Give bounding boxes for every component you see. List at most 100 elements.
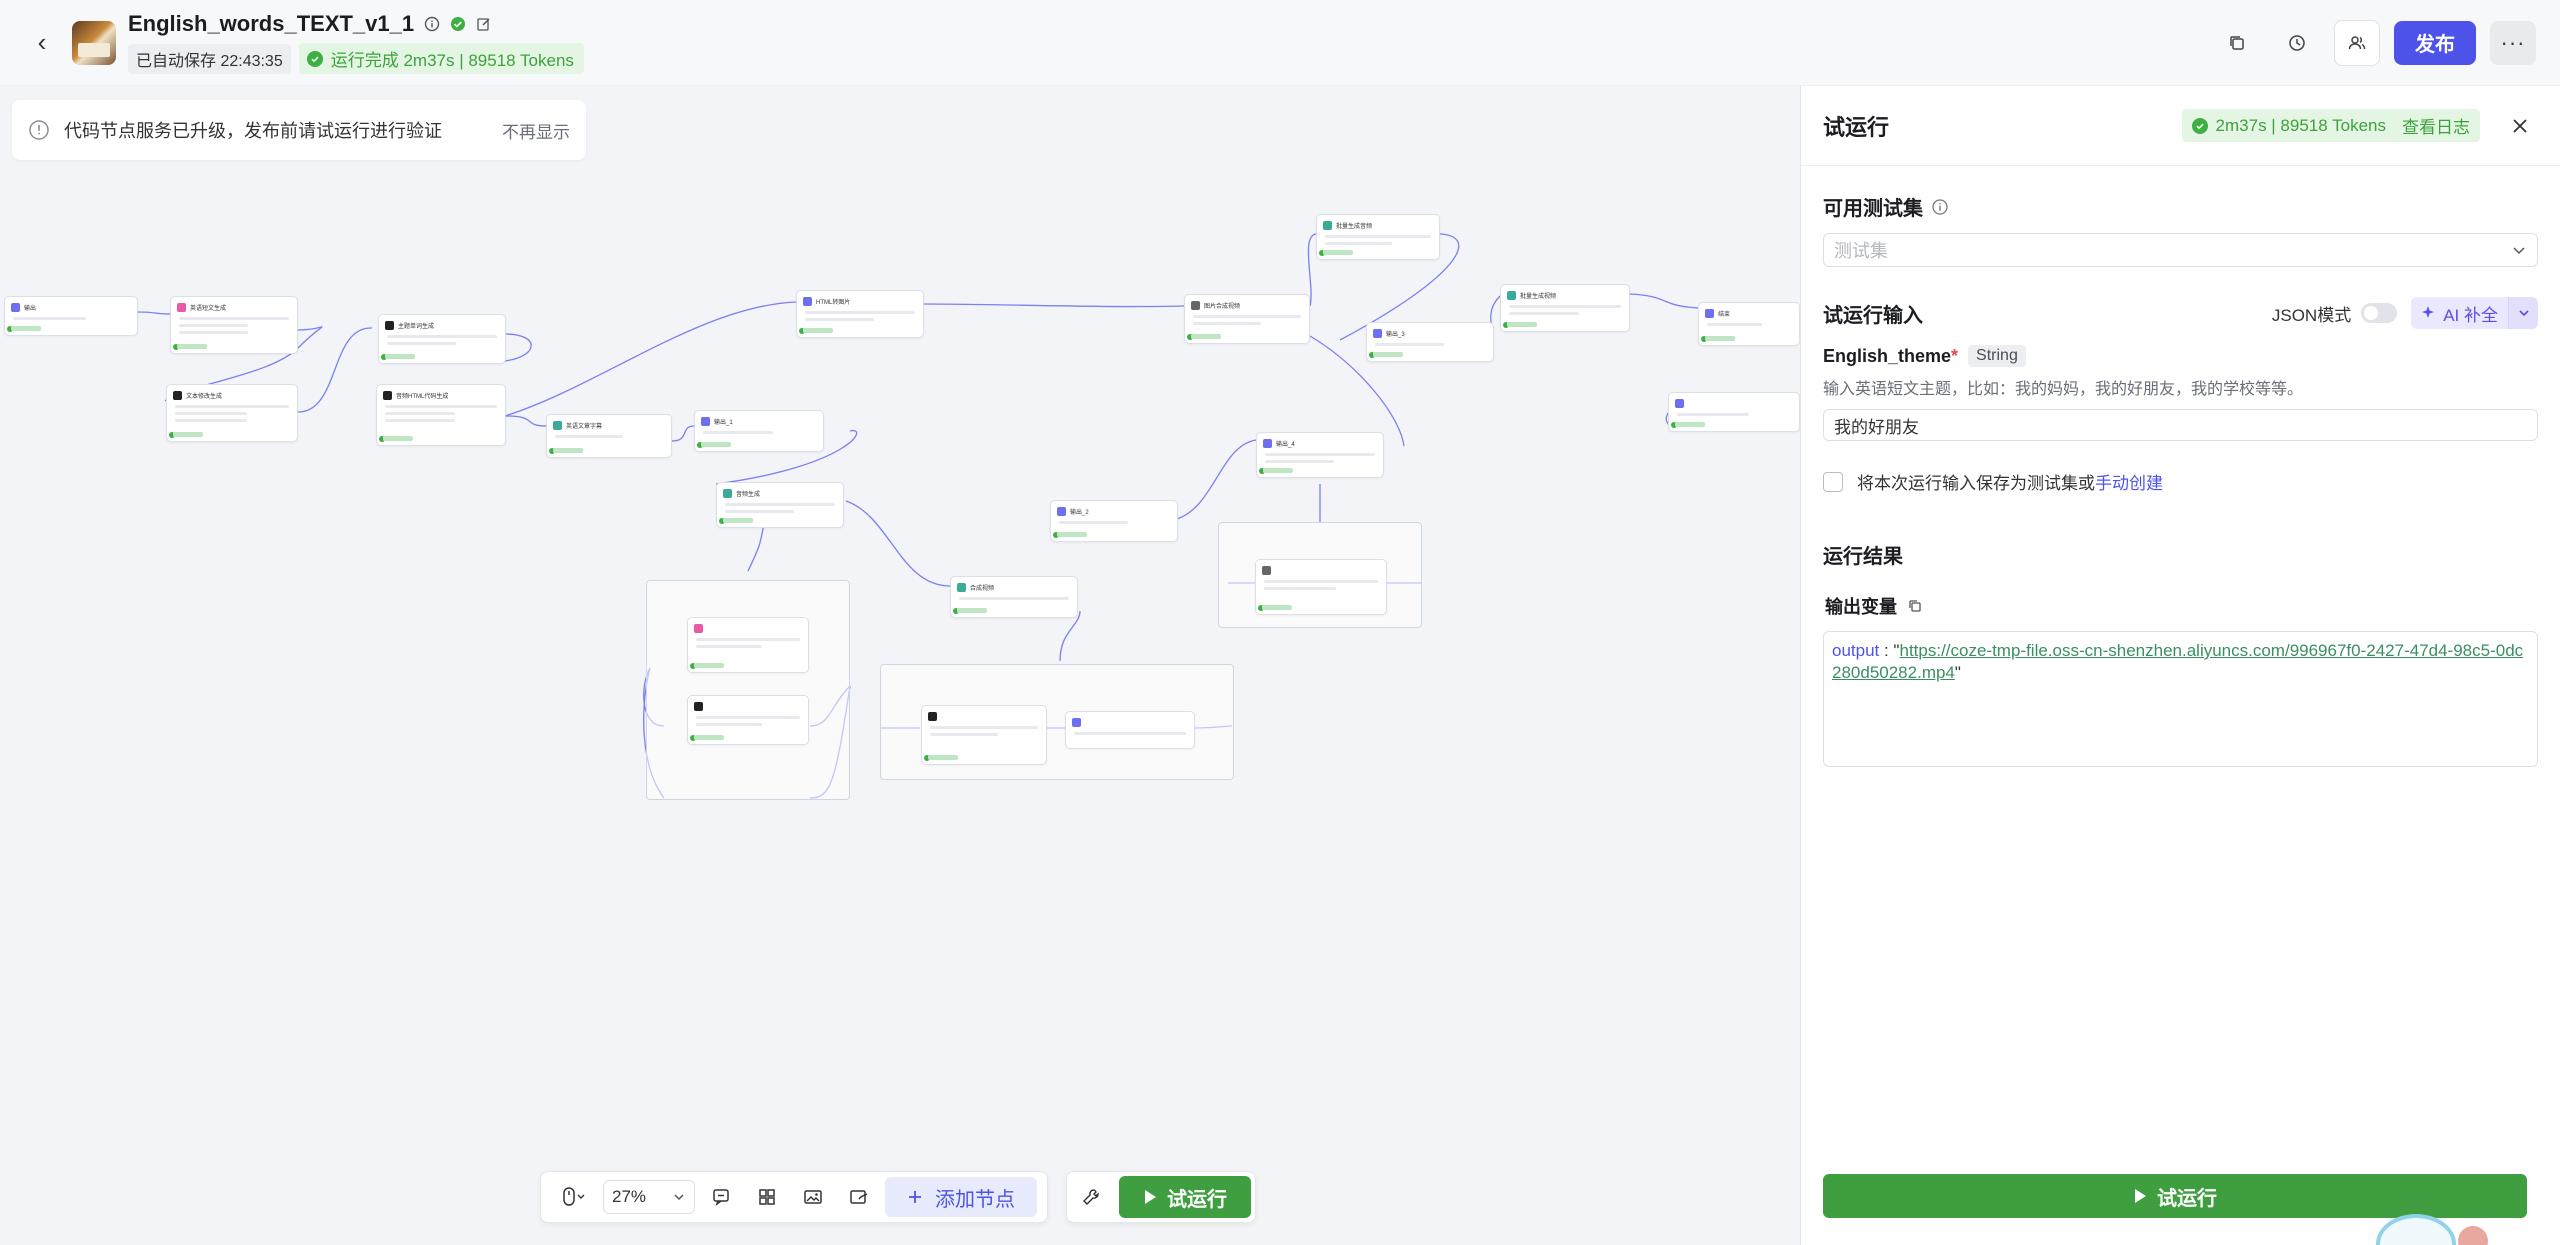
info-icon[interactable] (1931, 198, 1949, 216)
node-icon (173, 391, 182, 400)
workflow-node[interactable]: 批量生成视频 (1500, 284, 1630, 332)
workflow-node[interactable]: 图片合成视频 (1184, 294, 1310, 344)
workflow-node[interactable]: 合成视频 (950, 576, 1078, 618)
notice-dismiss-link[interactable]: 不再显示 (502, 122, 570, 142)
title-block: English_words_TEXT_v1_1 已自动保存 22:43:35 运… (128, 11, 584, 74)
node-status-icon (1319, 250, 1325, 256)
output-url-link[interactable]: https://coze-tmp-file.oss-cn-shenzhen.al… (1832, 641, 2524, 682)
node-icon (385, 321, 394, 330)
workflow-canvas[interactable]: 代码节点服务已升级，发布前请试运行进行验证 不再显示 输出 英语短文生成 文本修… (0, 86, 1800, 1245)
workflow-node[interactable] (687, 695, 809, 745)
run-toolbar: 试运行 (1066, 1171, 1256, 1223)
more-options-button[interactable]: ··· (2490, 20, 2536, 65)
add-node-button[interactable]: 添加节点 (885, 1177, 1037, 1217)
zoom-select[interactable]: 27% (603, 1180, 695, 1214)
chevron-down-icon (674, 1194, 684, 1201)
success-check-icon (2191, 117, 2208, 134)
node-icon (1705, 309, 1714, 318)
test-run-panel: 试运行 2m37s | 89518 Tokens 查看日志 可用测试集 测试集 … (1800, 86, 2560, 1245)
batch-group[interactable] (1218, 522, 1422, 628)
workflow-node[interactable]: 结束 (1698, 302, 1800, 346)
english-theme-input[interactable]: 我的好朋友 (1823, 409, 2538, 441)
ai-fill-main[interactable]: AI 补全 (2411, 297, 2508, 329)
debug-wrench-icon[interactable] (1071, 1177, 1111, 1217)
info-icon[interactable] (424, 16, 440, 32)
node-icon (1507, 291, 1516, 300)
node-icon (1675, 399, 1684, 408)
workflow-node[interactable]: 音频HTML代码生成 (376, 384, 506, 446)
save-testset-checkbox[interactable] (1823, 471, 1843, 492)
mouse-mode-icon[interactable] (551, 1177, 597, 1217)
collaborators-icon[interactable] (2334, 19, 2380, 66)
workflow-node[interactable]: 文本修改生成 (166, 384, 298, 442)
node-status-icon (1259, 468, 1265, 474)
node-status-icon (690, 735, 696, 741)
node-icon (177, 303, 186, 312)
workflow-node[interactable]: 英语短文生成 (170, 296, 298, 354)
node-title: 输出_3 (1386, 332, 1405, 338)
workflow-node[interactable]: 英语文章字幕 (546, 414, 672, 458)
workflow-node[interactable]: 输出_1 (694, 410, 824, 452)
comment-icon[interactable] (701, 1177, 741, 1217)
workflow-node[interactable] (687, 617, 809, 673)
workflow-node[interactable]: 主题单词生成 (378, 314, 506, 364)
assistant-avatar-secondary[interactable] (2458, 1226, 2488, 1245)
node-icon (694, 702, 703, 711)
back-arrow-icon[interactable]: ‹ (37, 27, 47, 57)
edit-icon[interactable] (476, 16, 492, 32)
canvas-run-label: 试运行 (1167, 1188, 1227, 1211)
line-style-icon[interactable] (839, 1177, 879, 1217)
workflow-node[interactable]: 输出_4 (1256, 432, 1384, 478)
layout-grid-icon[interactable] (747, 1177, 787, 1217)
node-icon (803, 297, 812, 306)
node-title: 英语文章字幕 (566, 424, 603, 430)
testset-select[interactable]: 测试集 (1823, 233, 2538, 267)
node-icon (11, 303, 20, 312)
workflow-node[interactable] (921, 705, 1047, 765)
param-description: 输入英语短文主题，比如：我的妈妈，我的好朋友，我的学校等等。 (1823, 381, 2304, 398)
run-button[interactable]: 试运行 (1823, 1174, 2527, 1218)
workflow-node[interactable]: 输出_2 (1050, 500, 1178, 542)
canvas-run-button[interactable]: 试运行 (1119, 1176, 1251, 1218)
testset-section: 可用测试集 (1823, 192, 2538, 221)
node-icon (1373, 329, 1382, 338)
notice-text: 代码节点服务已升级，发布前请试运行进行验证 (64, 121, 442, 141)
node-title: 输出 (24, 306, 37, 312)
workflow-node[interactable]: 批量生成音频 (1316, 214, 1440, 260)
workflow-node[interactable]: 输出 (4, 296, 138, 336)
copy-workflow-icon[interactable] (2214, 20, 2260, 66)
param-header: English_theme* String (1823, 345, 2538, 367)
param-type-tag: String (1968, 345, 2026, 367)
workflow-title: English_words_TEXT_v1_1 (128, 11, 415, 36)
ai-fill-button[interactable]: AI 补全 (2411, 297, 2538, 329)
node-title: 批量生成视频 (1520, 294, 1557, 300)
workflow-node[interactable] (1668, 392, 1800, 432)
run-status-text: 运行完成 2m37s | 89518 Tokens (330, 51, 574, 70)
chevron-down-icon[interactable] (2508, 297, 2538, 329)
workflow-node[interactable]: 音频生成 (716, 482, 844, 528)
json-mode-toggle[interactable] (2361, 303, 2398, 323)
node-title: 输出_1 (714, 420, 733, 426)
copy-icon[interactable] (1907, 598, 1923, 614)
publish-button[interactable]: 发布 (2394, 20, 2476, 65)
manual-create-link[interactable]: 手动创建 (2095, 474, 2163, 493)
workflow-node[interactable]: 输出_3 (1366, 322, 1494, 362)
node-icon (1262, 566, 1271, 575)
panel-body: 可用测试集 测试集 试运行输入 JSON模式 AI 补全 (1801, 192, 2560, 767)
play-icon (1145, 1190, 1156, 1204)
batch-group[interactable] (646, 580, 850, 800)
minimap-icon[interactable] (793, 1177, 833, 1217)
workflow-node[interactable] (1255, 559, 1387, 615)
node-status-icon (1671, 422, 1677, 428)
node-title: 输出_4 (1276, 442, 1295, 448)
json-mode-label: JSON模式 (2271, 305, 2352, 325)
workflow-node[interactable]: HTML转图片 (796, 290, 924, 338)
history-icon[interactable] (2274, 20, 2320, 66)
node-icon (928, 712, 937, 721)
batch-group[interactable] (880, 664, 1234, 780)
workflow-node[interactable] (1065, 711, 1195, 749)
close-icon[interactable] (2502, 108, 2538, 144)
panel-title: 试运行 (1823, 114, 1890, 140)
view-log-link[interactable]: 查看日志 (2402, 118, 2470, 137)
add-node-label: 添加节点 (935, 1188, 1015, 1211)
